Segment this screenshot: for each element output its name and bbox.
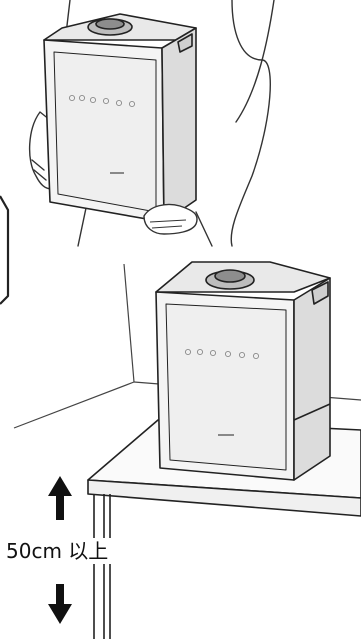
table-leg xyxy=(94,494,110,639)
brand-mark xyxy=(110,172,124,174)
brand-mark xyxy=(218,434,234,436)
height-requirement-label: 50cm 以上 xyxy=(6,538,148,564)
right-hand xyxy=(144,204,197,234)
humidifier-bottom xyxy=(156,262,330,480)
down-arrow xyxy=(48,584,72,624)
lower-body-line-2 xyxy=(196,212,212,246)
humidifier-top xyxy=(44,14,196,222)
arm-right-line xyxy=(231,0,270,246)
lower-body-line xyxy=(78,208,86,246)
frame-bracket xyxy=(0,196,8,304)
up-arrow xyxy=(48,476,72,520)
body-line xyxy=(236,0,274,122)
